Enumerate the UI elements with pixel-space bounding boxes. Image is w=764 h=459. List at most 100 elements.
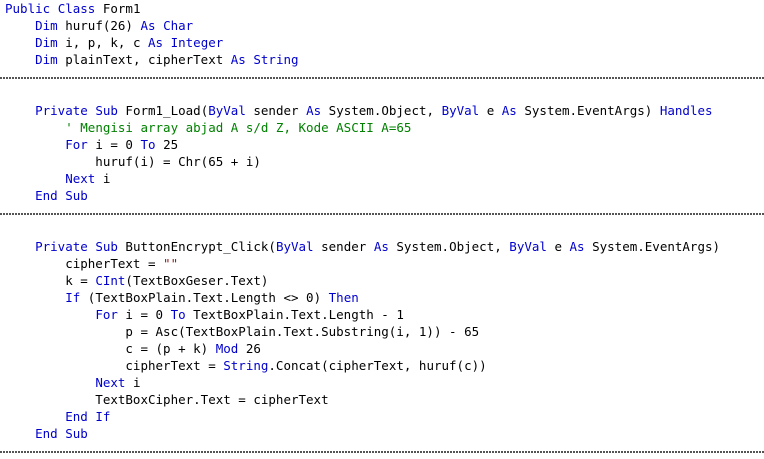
code-token-kw: String bbox=[253, 52, 299, 67]
code-line[interactable]: cipherText = String.Concat(cipherText, h… bbox=[0, 357, 764, 374]
code-token-kw: For bbox=[95, 307, 118, 322]
code-line[interactable]: Private Sub ButtonEncrypt_Click(ByVal se… bbox=[0, 238, 764, 255]
code-line[interactable]: Next i bbox=[0, 374, 764, 391]
code-token-kw: As bbox=[140, 18, 156, 33]
section-separator bbox=[0, 442, 764, 459]
code-line[interactable]: For i = 0 To 25 bbox=[0, 136, 764, 153]
code-token-kw: Sub bbox=[95, 103, 118, 118]
code-line[interactable]: Private Sub Form1_Load(ByVal sender As S… bbox=[0, 102, 764, 119]
code-token-pln: i bbox=[95, 171, 111, 186]
code-token-kw: Dim bbox=[35, 35, 58, 50]
code-token-pln: i = 0 bbox=[117, 307, 171, 322]
code-token-kw: Sub bbox=[95, 239, 118, 254]
code-line[interactable]: k = CInt(TextBoxGeser.Text) bbox=[0, 272, 764, 289]
code-token-kw: End bbox=[35, 426, 58, 441]
code-token-kw: ByVal bbox=[208, 103, 246, 118]
code-token-pln: huruf(26) bbox=[57, 18, 141, 33]
code-token-pln: i, p, k, c bbox=[57, 35, 148, 50]
code-line[interactable]: TextBoxCipher.Text = cipherText bbox=[0, 391, 764, 408]
code-token-kw: Sub bbox=[65, 188, 88, 203]
code-token-kw: CInt bbox=[95, 273, 126, 288]
code-line[interactable]: If (TextBoxPlain.Text.Length <> 0) Then bbox=[0, 289, 764, 306]
code-line[interactable]: p = Asc(TextBoxPlain.Text.Substring(i, 1… bbox=[0, 323, 764, 340]
code-token-kw: ByVal bbox=[509, 239, 547, 254]
code-token-kw: As bbox=[569, 239, 585, 254]
code-token-pln: System.Object, bbox=[388, 239, 510, 254]
code-token-pln: 25 bbox=[155, 137, 179, 152]
code-token-kw: To bbox=[140, 137, 156, 152]
code-token-pln: ButtonEncrypt_Click( bbox=[117, 239, 276, 254]
code-token-pln bbox=[5, 35, 35, 50]
code-token-kw: Mod bbox=[215, 341, 239, 356]
code-line[interactable]: c = (p + k) Mod 26 bbox=[0, 340, 764, 357]
code-token-pln bbox=[5, 52, 35, 67]
code-line[interactable]: End Sub bbox=[0, 187, 764, 204]
code-token-pln bbox=[5, 375, 95, 390]
code-token-kw: Next bbox=[65, 171, 96, 186]
code-token-pln bbox=[5, 18, 35, 33]
code-token-pln: sender bbox=[245, 103, 307, 118]
code-token-pln: c = (p + k) bbox=[5, 341, 216, 356]
code-line[interactable]: For i = 0 To TextBoxPlain.Text.Length - … bbox=[0, 306, 764, 323]
code-token-pln: sender bbox=[313, 239, 374, 254]
code-line-blank[interactable] bbox=[0, 85, 764, 102]
code-token-pln bbox=[5, 103, 35, 118]
code-token-kw: Dim bbox=[35, 18, 58, 33]
code-token-pln bbox=[163, 35, 171, 50]
code-token-pln: Form1 bbox=[95, 1, 141, 16]
code-token-pln bbox=[5, 120, 65, 135]
code-token-kw: For bbox=[65, 137, 88, 152]
code-token-kw: As bbox=[501, 103, 517, 118]
code-token-pln: 26 bbox=[238, 341, 261, 356]
code-token-pln: cipherText = bbox=[5, 358, 224, 373]
code-token-pln bbox=[5, 307, 95, 322]
code-token-kw: String bbox=[223, 358, 269, 373]
code-line[interactable]: End If bbox=[0, 408, 764, 425]
code-token-kw: End bbox=[35, 188, 58, 203]
code-line[interactable]: cipherText = "" bbox=[0, 255, 764, 272]
code-line[interactable]: ' Mengisi array abjad A s/d Z, Kode ASCI… bbox=[0, 119, 764, 136]
code-token-pln: (TextBoxPlain.Text.Length <> 0) bbox=[80, 290, 329, 305]
code-token-pln bbox=[5, 137, 65, 152]
code-token-kw: If bbox=[95, 409, 111, 424]
code-token-kw: Char bbox=[163, 18, 194, 33]
code-token-pln: System.Object, bbox=[321, 103, 442, 118]
code-token-kw: Then bbox=[328, 290, 359, 305]
code-line[interactable]: Dim huruf(26) As Char bbox=[0, 17, 764, 34]
code-token-kw: ByVal bbox=[275, 239, 314, 254]
code-token-pln: System.EventArgs) bbox=[584, 239, 721, 254]
code-token-kw: As bbox=[148, 35, 164, 50]
code-line-blank[interactable] bbox=[0, 221, 764, 238]
code-line[interactable]: End Sub bbox=[0, 425, 764, 442]
code-token-pln bbox=[5, 239, 35, 254]
section-separator bbox=[0, 68, 764, 85]
code-token-pln: huruf(i) = Chr(65 + i) bbox=[5, 154, 261, 169]
code-token-kw: Private bbox=[35, 103, 88, 118]
code-token-pln: i bbox=[125, 375, 141, 390]
code-token-kw: Handles bbox=[659, 103, 713, 118]
code-token-str: "" bbox=[163, 256, 179, 271]
code-token-kw: If bbox=[65, 290, 81, 305]
code-token-pln: i = 0 bbox=[87, 137, 141, 152]
code-token-kw: As bbox=[306, 103, 322, 118]
code-line[interactable]: huruf(i) = Chr(65 + i) bbox=[0, 153, 764, 170]
code-token-pln: k = bbox=[5, 273, 96, 288]
code-token-kw: Next bbox=[95, 375, 126, 390]
code-token-kw: Class bbox=[57, 1, 96, 16]
code-line[interactable]: Dim plainText, cipherText As String bbox=[0, 51, 764, 68]
code-token-kw: Integer bbox=[170, 35, 224, 50]
code-token-pln bbox=[156, 18, 164, 33]
code-token-pln bbox=[58, 426, 66, 441]
code-token-kw: Sub bbox=[65, 426, 88, 441]
code-token-pln: e bbox=[546, 239, 570, 254]
code-token-kw: ByVal bbox=[441, 103, 480, 118]
code-line[interactable]: Next i bbox=[0, 170, 764, 187]
code-token-kw: To bbox=[170, 307, 186, 322]
code-line[interactable]: Dim i, p, k, c As Integer bbox=[0, 34, 764, 51]
code-token-cmt: ' Mengisi array abjad A s/d Z, Kode ASCI… bbox=[65, 120, 412, 135]
code-token-kw: As bbox=[230, 52, 246, 67]
code-token-pln bbox=[50, 1, 58, 16]
code-token-pln: plainText, cipherText bbox=[57, 52, 231, 67]
code-line[interactable]: Public Class Form1 bbox=[0, 0, 764, 17]
